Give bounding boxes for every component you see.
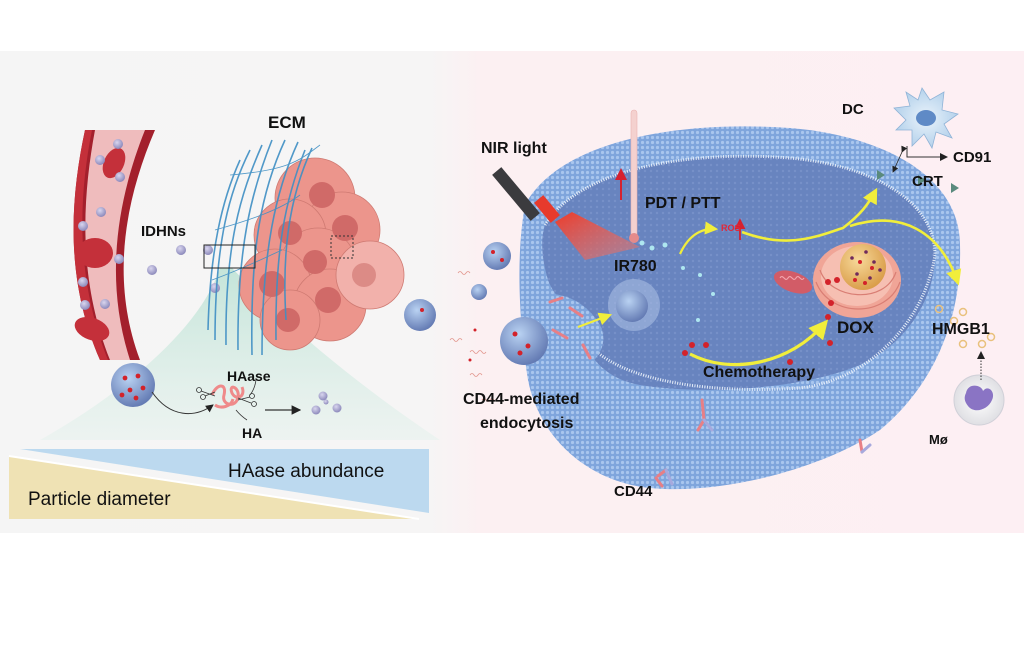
nucleus [840,244,886,290]
macrophage-label: Mø [929,432,948,447]
blood-vessel [73,130,155,360]
haase-degradation-inset [111,363,342,421]
nanoparticle [96,207,106,217]
nanoparticle [500,317,548,365]
particle-diameter-label: Particle diameter [28,489,171,510]
haase-abundance-label: HAase abundance [228,461,384,482]
scissors-icon [196,387,257,407]
nanoparticle [210,283,220,293]
nanoparticle [114,254,124,264]
nanoparticle [78,221,88,231]
cd91-label: CD91 [953,149,991,166]
nir-laser-icon [492,167,640,260]
endosomal-nanoparticle [616,290,648,322]
thermometer-icon [629,109,639,243]
idhns-label: IDHNs [141,223,186,240]
nanoparticle [95,155,105,165]
nanoparticle [203,245,213,255]
left-panel: ECM IDHNs HAase HA HAase abundance Parti… [8,113,440,520]
curved-arrow [151,391,214,414]
red-blood-cell [74,316,110,342]
ha-chain [210,384,245,409]
hmgb1-label: HMGB1 [932,321,990,338]
red-blood-cell [102,147,126,179]
dendritic-cell [893,87,959,150]
macrophage [953,374,1005,426]
ros-label: ROS [721,223,741,233]
nanoparticle [113,139,123,149]
pdt-ptt-label: PDT / PTT [645,195,721,212]
zoom-region-box [203,244,256,269]
red-blood-cell [77,238,113,268]
ir780-label: IR780 [614,258,657,275]
nucleus-er [813,242,901,318]
dox-label: DOX [837,318,875,337]
nanoparticle [176,245,186,255]
crt-dc-double-arrow [892,145,908,173]
cd91-arrow [906,146,948,161]
nanoparticle [147,265,157,275]
yellow-pathway-arrows [577,187,962,367]
haase-abundance-bar [20,449,429,513]
ha-label: HA [242,425,262,441]
nanoparticle [115,172,125,182]
nanoparticle [80,300,90,310]
gradient-bars [8,449,429,520]
cd44-receptors [548,296,864,488]
nanoparticle [483,242,511,270]
nir-light-label: NIR light [481,140,547,157]
hmgb1-molecules [934,304,996,349]
chemotherapy-label: Chemotherapy [703,364,815,381]
endocytosis-label: endocytosis [480,415,573,432]
large-nanoparticle [111,363,155,407]
ecm-label: ECM [268,113,306,132]
right-panel: NIR light PDT / PTT ROS IR780 DOX Chemot… [404,87,1005,500]
cytoplasm [542,156,935,390]
dox-particles [682,277,840,365]
ecm-fibers [207,139,321,356]
zoom-region-dashed [330,235,354,259]
mitochondrion [773,270,813,294]
crt-proteins [877,170,959,193]
cd44-mediated-label: CD44-mediated [463,391,579,408]
crt-label: CRT [912,173,943,190]
nanoparticle [404,299,436,331]
nanoparticle [471,284,487,300]
nanoparticle [100,299,110,309]
haase-label: HAase [227,368,271,384]
cd44-label: CD44 [614,483,653,500]
nanoparticle [78,277,88,287]
tumor-cluster [238,157,405,351]
dc-label: DC [842,101,864,118]
